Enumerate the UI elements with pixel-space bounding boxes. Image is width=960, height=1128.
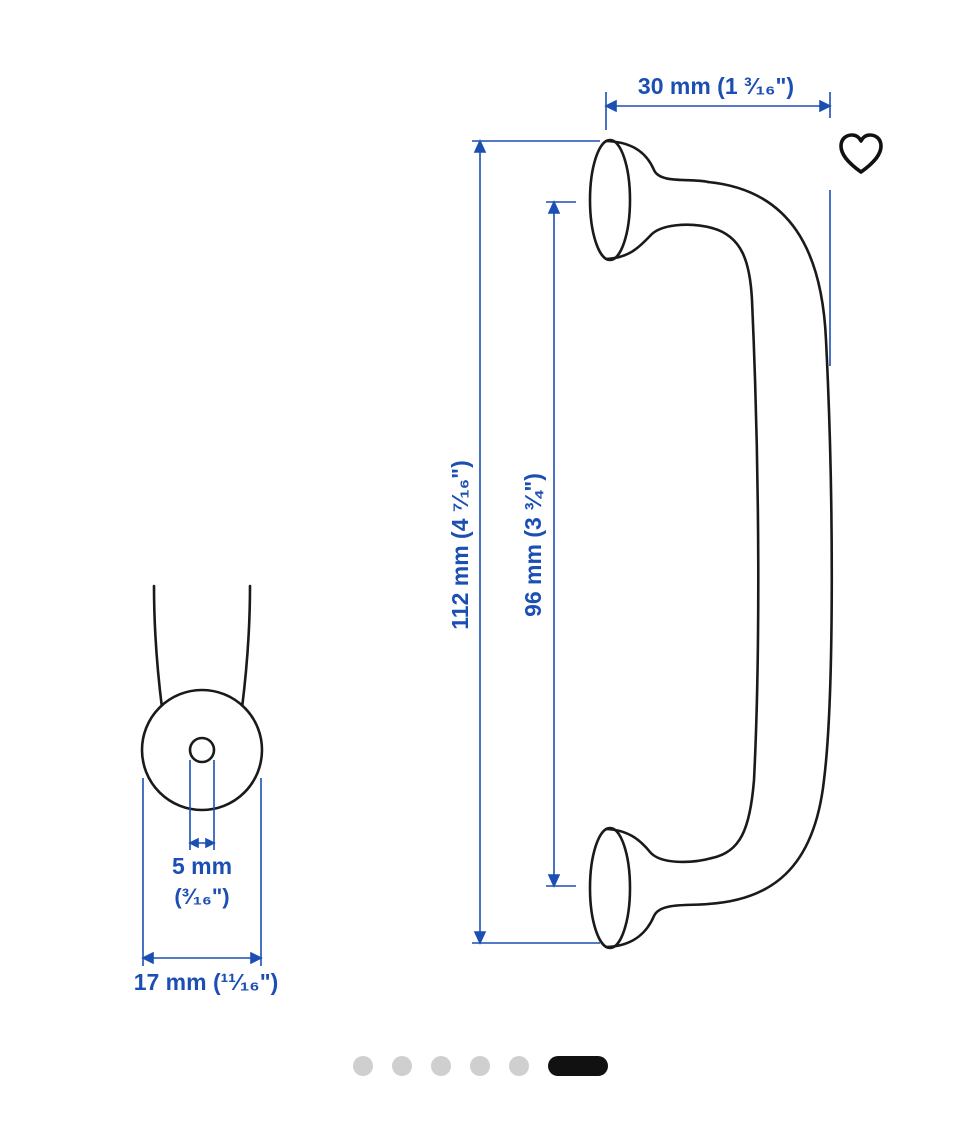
- carousel-pagination: [0, 1054, 960, 1078]
- top-foot-flare: [604, 139, 710, 184]
- carousel-dot-1[interactable]: [352, 1056, 373, 1076]
- handle-side-view: [588, 138, 834, 950]
- end-view-right-edge: [240, 584, 252, 710]
- dimension-label-depth: 30 mm (1 ³⁄₁₆"): [638, 73, 794, 99]
- dimension-label-screw-hole-in: (³⁄₁₆"): [174, 884, 229, 909]
- top-foot-disc: [588, 138, 632, 262]
- carousel-dot-5[interactable]: [508, 1056, 529, 1076]
- end-view-left-edge: [152, 584, 164, 710]
- dimension-label-overall-length: 112 mm (4 ⁷⁄₁₆"): [447, 460, 473, 629]
- grip-outer-edge: [706, 180, 834, 906]
- carousel-dot-4[interactable]: [469, 1056, 490, 1076]
- carousel-dot-2[interactable]: [391, 1056, 412, 1076]
- heart-outline-icon: [839, 133, 883, 174]
- bottom-foot-flare-inner: [604, 902, 710, 949]
- dimension-label-hole-spacing: 96 mm (3 ¾"): [520, 473, 546, 617]
- grip-inner-edge: [710, 226, 760, 860]
- bottom-foot-disc: [588, 826, 632, 950]
- carousel-dot-3[interactable]: [430, 1056, 451, 1076]
- bottom-foot-flare: [604, 827, 714, 864]
- top-foot-flare-inner: [604, 223, 714, 261]
- dimension-label-screw-hole-mm: 5 mm: [172, 853, 232, 879]
- dimension-label-base-diameter: 17 mm (¹¹⁄₁₆"): [134, 969, 279, 995]
- end-view-screw-hole: [188, 736, 216, 764]
- handle-end-view: [140, 584, 264, 812]
- favorite-button[interactable]: [833, 128, 889, 180]
- dimension-lines: [141, 92, 832, 966]
- carousel-dot-6-active[interactable]: [547, 1056, 608, 1076]
- end-view-base-disc: [140, 688, 264, 812]
